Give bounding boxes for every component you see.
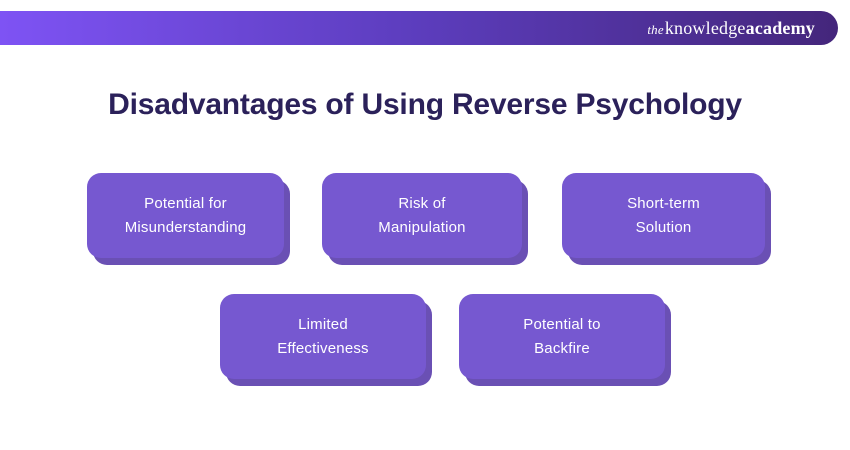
card-label-line: Potential to [523, 315, 601, 333]
card-potential-for-misunderstanding: Potential for Misunderstanding [87, 173, 284, 258]
card-label-line: Manipulation [378, 218, 466, 236]
card-label-line: Backfire [534, 339, 590, 357]
card-label-line: Potential for [144, 194, 227, 212]
logo-word-the: the [647, 22, 664, 37]
card-label-line: Risk of [398, 194, 446, 212]
knowledge-academy-logo: theknowledgeacademy [647, 19, 815, 37]
card-label-line: Effectiveness [277, 339, 369, 357]
logo-word-academy: academy [745, 18, 815, 38]
page-title: Disadvantages of Using Reverse Psycholog… [108, 88, 742, 121]
card-limited-effectiveness: Limited Effectiveness [220, 294, 426, 379]
card-short-term-solution: Short-term Solution [562, 173, 765, 258]
card-label-line: Limited [298, 315, 348, 333]
card-potential-to-backfire: Potential to Backfire [459, 294, 665, 379]
card-risk-of-manipulation: Risk of Manipulation [322, 173, 522, 258]
logo-word-knowledge: knowledge [664, 18, 746, 38]
header-banner: theknowledgeacademy [0, 11, 838, 45]
card-label-line: Misunderstanding [124, 218, 247, 236]
card-label-line: Short-term [627, 194, 700, 212]
card-label-line: Solution [635, 218, 692, 236]
